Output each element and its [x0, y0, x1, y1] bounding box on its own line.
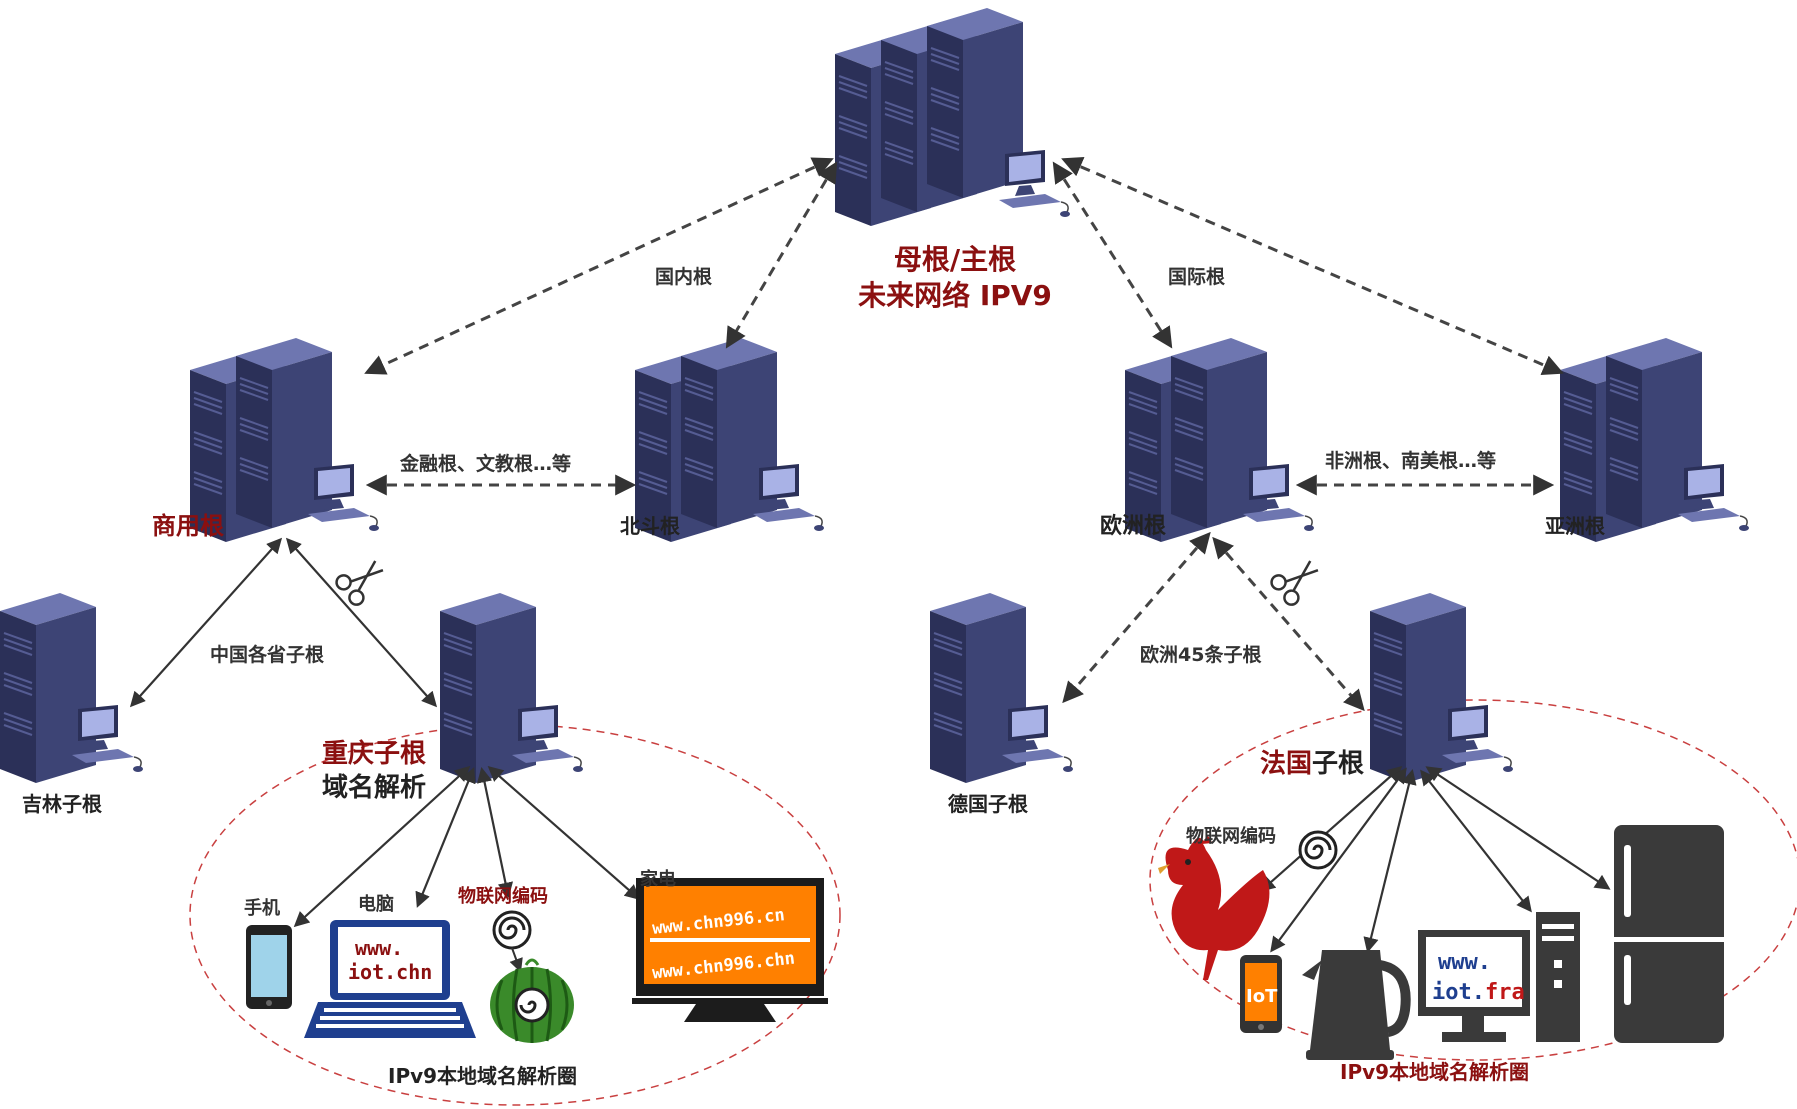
edge-label-china-provinces: 中国各省子根: [210, 644, 325, 666]
edge-label-europe-45: 欧洲45条子根: [1140, 644, 1262, 666]
device-label-phone: 手机: [244, 898, 280, 919]
root-title-line1: 母根/主根: [893, 243, 1017, 276]
edge-europe-germany: [1062, 531, 1211, 704]
edge-root-europe: [1052, 161, 1173, 349]
edge-label-international: 国际根: [1168, 266, 1226, 288]
edge-france-phone: [1270, 767, 1407, 953]
node-label-france: 法国子根: [1260, 749, 1365, 779]
kettle-icon: [1302, 950, 1411, 1060]
laptop-screen-line1: www.: [355, 936, 404, 960]
monitor-screen-line1: www.: [1438, 950, 1491, 975]
france-server-icon: [1370, 593, 1513, 783]
edge-label-domestic: 国内根: [655, 266, 713, 288]
qr-spiral-icon: [492, 910, 532, 950]
left-circle-title: IPv9本地域名解析圈: [388, 1064, 578, 1088]
edge-root-beidou: [725, 161, 838, 349]
phone-badge-iot: IoT: [1246, 986, 1278, 1007]
edge-chongqing-tv: [487, 765, 641, 901]
beidou-root-server-icon: [635, 338, 824, 542]
edge-commercial-jilin: [129, 537, 283, 708]
edge-label-finance-culture: 金融根、文教根…等: [400, 453, 572, 475]
smartphone-icon: [1240, 955, 1282, 1033]
scissors-icon: [1270, 560, 1319, 606]
node-label-europe: 欧洲根: [1100, 514, 1167, 539]
device-label-computer: 电脑: [358, 894, 394, 915]
node-label-chongqing-line1: 重庆子根: [322, 739, 427, 769]
node-label-jilin: 吉林子根: [22, 792, 102, 816]
root-title-line2: 未来网络 IPV9: [858, 279, 1052, 313]
edge-france-kettle: [1363, 769, 1417, 953]
smartphone-icon: [246, 925, 292, 1009]
laptop-icon: [304, 920, 476, 1038]
edge-commercial-chongqing: [285, 537, 438, 708]
qr-spiral-icon: [1298, 830, 1338, 870]
watermelon-icon: [490, 958, 574, 1043]
device-label-iot-code-right: 物联网编码: [1186, 826, 1276, 847]
monitor-screen-line2: iot.fra: [1432, 980, 1525, 1005]
laptop-screen-line2: iot.chn: [348, 960, 433, 984]
edge-root-asia: [1061, 156, 1564, 376]
right-circle-title: IPv9本地域名解析圈: [1340, 1060, 1530, 1084]
germany-server-icon: [930, 593, 1073, 783]
chongqing-server-icon: [440, 593, 583, 783]
edge-france-pc: [1420, 769, 1532, 913]
edge-chongqing-iot: [476, 766, 514, 899]
node-label-chongqing-line2: 域名解析: [322, 773, 427, 803]
edge-root-commercial: [364, 157, 834, 375]
node-label-asia: 亚洲根: [1545, 514, 1605, 538]
edge-chongqing-computer: [415, 767, 476, 908]
node-label-beidou: 北斗根: [620, 514, 680, 538]
scissors-icon: [335, 560, 384, 606]
tv-icon: [632, 878, 828, 1022]
asia-root-server-icon: [1560, 338, 1749, 542]
desktop-pc-icon: [1418, 912, 1580, 1042]
rooster-icon: [1158, 836, 1270, 980]
europe-root-server-icon: [1125, 338, 1314, 542]
node-label-commercial: 商用根: [152, 512, 224, 540]
edge-label-africa-samerica: 非洲根、南美根…等: [1325, 450, 1497, 472]
edge-europe-france: [1212, 536, 1365, 712]
refrigerator-icon: [1614, 825, 1724, 1043]
root-server-cluster-icon: [835, 8, 1070, 226]
node-label-germany: 德国子根: [948, 792, 1028, 816]
edge-france-fridge: [1425, 766, 1611, 890]
device-label-iot-code: 物联网编码: [458, 886, 548, 907]
device-label-appliance: 家电: [640, 869, 676, 890]
jilin-server-icon: [0, 593, 143, 783]
